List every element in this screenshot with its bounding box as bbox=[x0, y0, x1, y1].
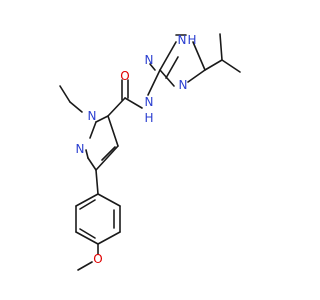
bond bbox=[204, 59, 223, 71]
structure-svg: O N H N H N N N N O bbox=[59, 33, 241, 271]
atom-h-amide: H bbox=[144, 111, 153, 125]
atom-n-triazole-1: N bbox=[178, 33, 187, 47]
atom-n-triazole-2: N bbox=[145, 53, 154, 67]
bond bbox=[219, 33, 223, 61]
bond bbox=[59, 85, 71, 103]
atom-n-amide: N bbox=[145, 95, 154, 109]
bond bbox=[101, 146, 116, 161]
bond bbox=[87, 157, 97, 171]
bond bbox=[95, 115, 109, 123]
bond bbox=[147, 69, 161, 96]
bond bbox=[192, 41, 206, 71]
bond bbox=[107, 97, 126, 117]
bond bbox=[75, 193, 99, 207]
atom-labels: O N H N H N N N N O bbox=[76, 33, 197, 266]
bond bbox=[159, 69, 175, 87]
bond bbox=[97, 193, 121, 207]
atom-n-triazole-4: N bbox=[179, 78, 188, 92]
bond bbox=[89, 121, 97, 139]
bond bbox=[159, 41, 177, 71]
atom-o-methoxy: O bbox=[93, 252, 102, 266]
bond bbox=[75, 231, 99, 245]
atom-o-carbonyl: O bbox=[120, 69, 129, 83]
bond bbox=[124, 97, 143, 109]
bond bbox=[221, 59, 241, 73]
bond bbox=[69, 101, 83, 113]
bond bbox=[107, 115, 119, 147]
bond bbox=[77, 261, 93, 271]
bonds bbox=[59, 33, 241, 271]
bond bbox=[95, 145, 119, 171]
bond bbox=[187, 69, 206, 83]
bond bbox=[95, 169, 99, 195]
bond bbox=[79, 228, 96, 239]
atom-n-pyrazole-2: N bbox=[76, 142, 85, 156]
bond bbox=[79, 199, 96, 210]
bond bbox=[85, 149, 89, 159]
atom-h-triazole: H bbox=[187, 33, 196, 47]
molecule-diagram: O N H N H N N N N O bbox=[59, 33, 241, 271]
bond bbox=[165, 56, 179, 79]
atom-n-pyrazole-1: N bbox=[88, 109, 97, 123]
bond bbox=[149, 63, 156, 71]
bond bbox=[97, 231, 121, 245]
